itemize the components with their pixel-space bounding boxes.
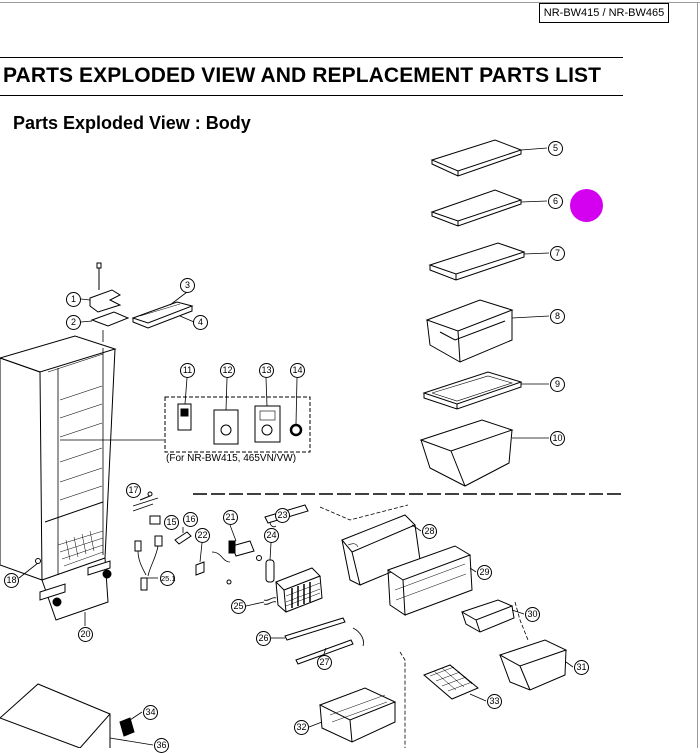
part-callout-2: 2 [66,315,81,330]
section-title: Parts Exploded View : Body [13,113,251,133]
part-callout-16: 16 [183,512,198,527]
shelf-6 [430,189,548,227]
part-callout-11: 11 [180,363,195,378]
part-callout-24: 24 [264,528,279,543]
part-callout-10: 10 [550,431,565,446]
part-callout-29: 29 [477,565,492,580]
wiring-parts [132,491,192,591]
cabinet-body [0,330,117,581]
part-callout-5: 5 [548,141,563,156]
part-callout-25-1: 25.1 [160,571,176,586]
part-callout-31: 31 [574,660,589,675]
part-callout-18: 18 [4,573,19,588]
part-callout-28: 28 [422,524,437,539]
drawer-cover-9 [422,371,549,410]
part-callout-9: 9 [550,377,565,392]
part-callout-6: 6 [548,194,563,209]
hinge-cover-3-4 [131,291,195,329]
part-callout-21: 21 [223,510,238,525]
part-callout-22: 22 [195,528,210,543]
accessory-dashed-box [164,396,311,453]
part-callout-15: 15 [164,515,179,530]
part-callout-17: 17 [126,483,141,498]
part-callout-30: 30 [525,607,540,622]
top-hinge-1 [80,262,122,313]
part-callout-25: 25 [231,599,246,614]
part-callout-34: 34 [143,705,158,720]
foot-18 [18,558,41,579]
part-callout-32: 32 [294,720,309,735]
part-callout-4: 4 [193,315,208,330]
page-border-right [697,2,698,748]
center-parts [195,504,364,665]
part-callout-3: 3 [180,278,195,293]
title-rule-bottom [0,95,623,96]
page-title: PARTS EXPLODED VIEW AND REPLACEMENT PART… [3,64,602,87]
drawer-10 [419,419,549,487]
part-callout-7: 7 [550,246,565,261]
page-border-top [0,2,700,3]
part-callout-20: 20 [78,627,93,642]
highlight-marker[interactable] [570,189,603,222]
crisper-drawer-8 [425,299,550,363]
title-rule-top [0,57,623,58]
bottom-cabinet-view [0,683,154,748]
shelf-7 [428,242,550,281]
part-callout-33: 33 [487,694,502,709]
part-callout-26: 26 [256,631,271,646]
part-callout-8: 8 [550,309,565,324]
door-parts [308,514,574,743]
part-callout-1: 1 [66,292,81,307]
part-callout-12: 12 [220,363,235,378]
part-callout-23: 23 [275,508,290,523]
part-callout-36: 36 [154,738,169,753]
model-variant-note: (For NR-BW415, 465VN/VW) [166,453,297,464]
part-callout-13: 13 [259,363,274,378]
part-callout-14: 14 [290,363,305,378]
base-plate-20 [39,557,112,626]
model-number-box: NR-BW415 / NR-BW465 [539,3,669,23]
part-callout-27: 27 [317,655,332,670]
accessory-parts [177,377,303,445]
hinge-plate-2 [80,311,130,327]
shelf-5 [430,139,548,177]
